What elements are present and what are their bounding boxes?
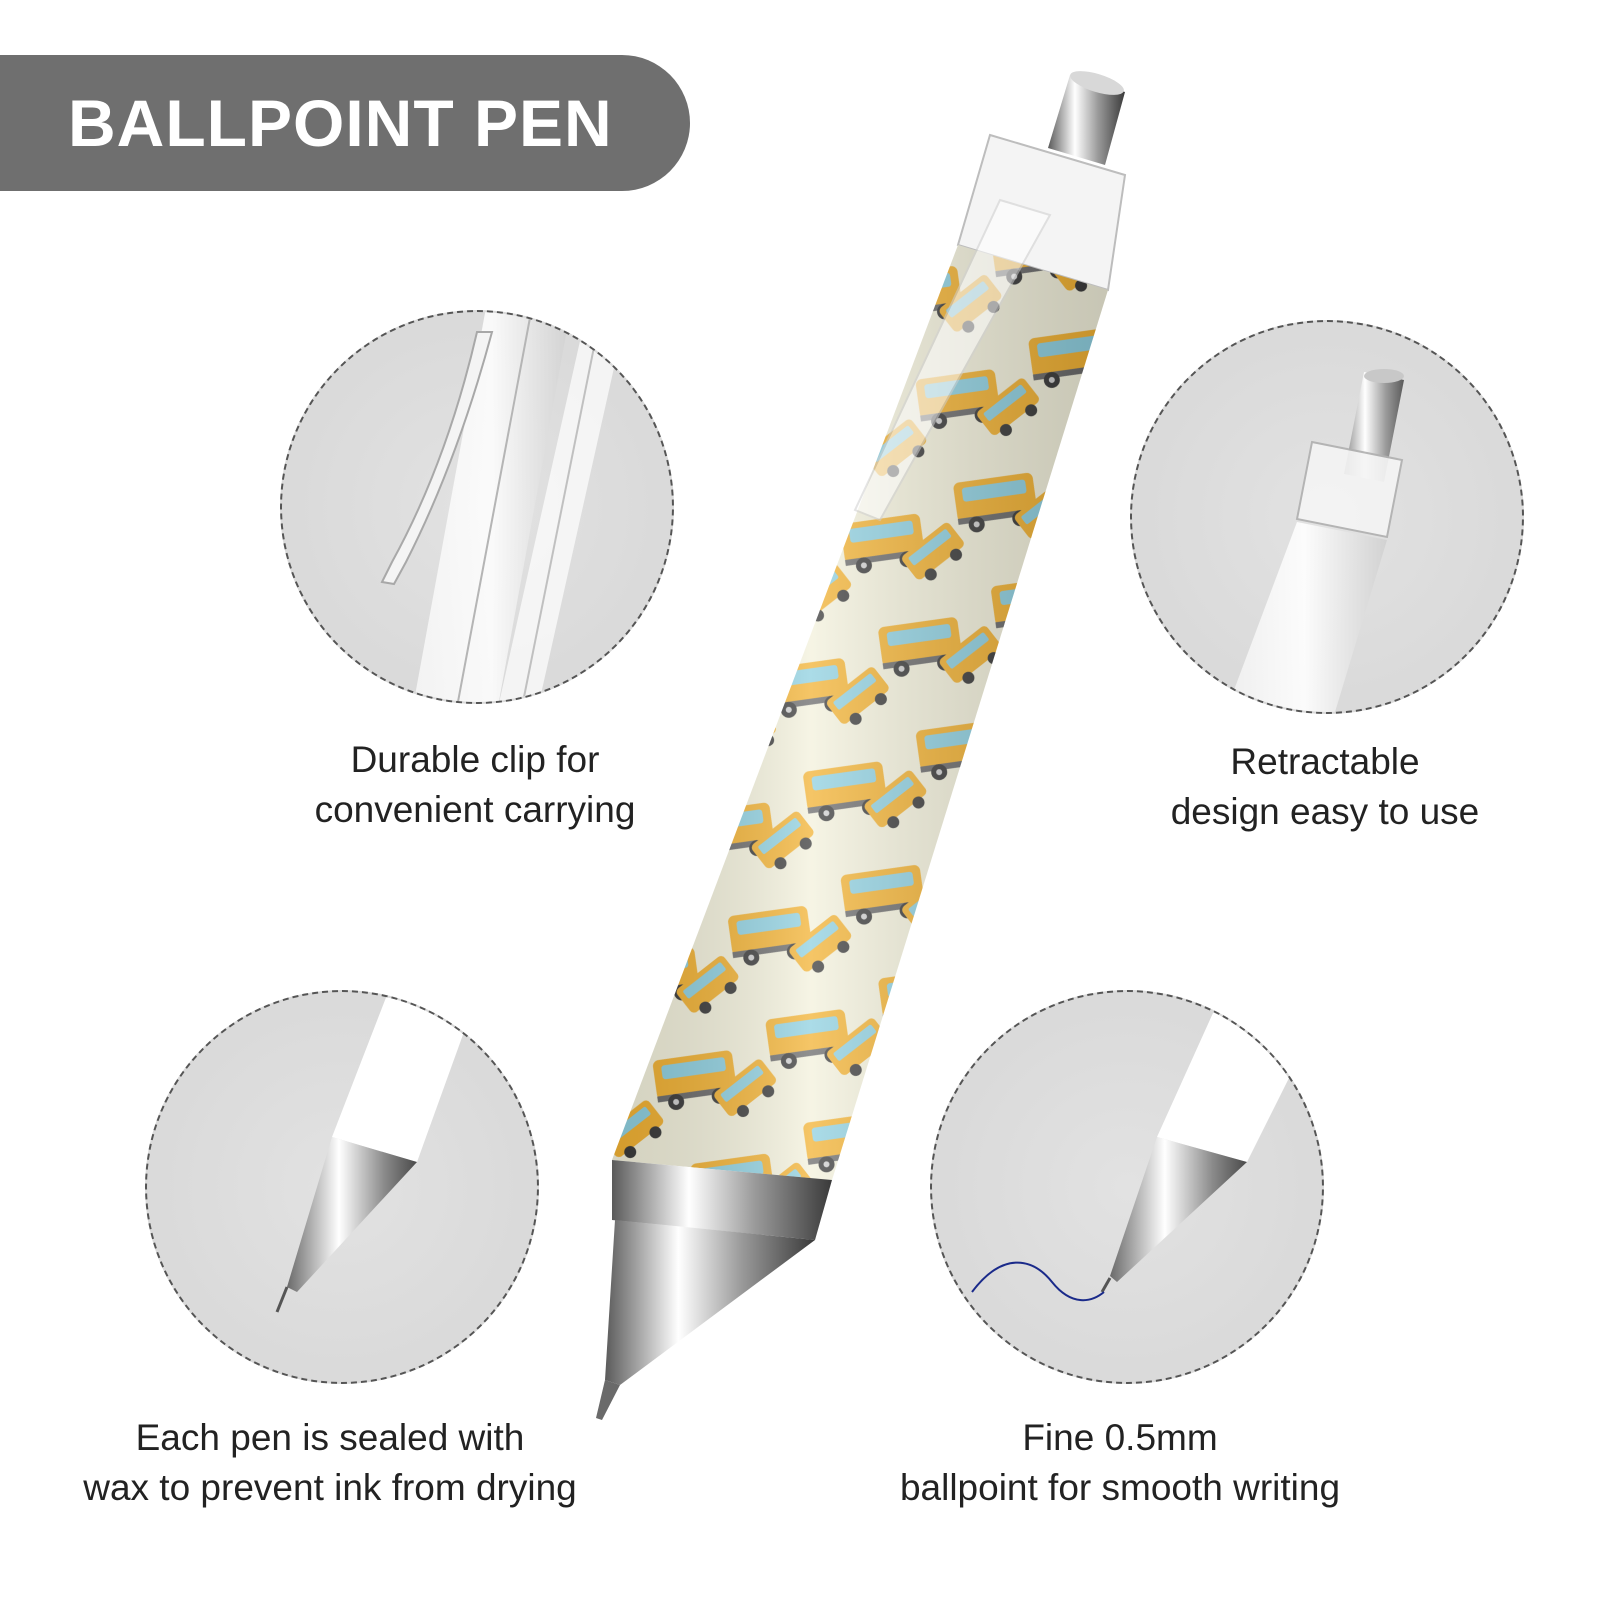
fine-tip-detail-circle — [930, 990, 1324, 1384]
pen-tip-writing-icon — [971, 992, 1322, 1302]
retractable-caption-line-1: Retractable — [1230, 741, 1420, 782]
fine-tip-caption-line-1: Fine 0.5mm — [1022, 1417, 1218, 1458]
page-title: BALLPOINT PEN — [68, 86, 613, 160]
wax-caption-line-2: wax to prevent ink from drying — [83, 1467, 577, 1508]
clip-caption-line-2: convenient carrying — [314, 789, 636, 830]
retractable-caption-line-2: design easy to use — [1170, 791, 1480, 832]
pen-tip-icon — [275, 992, 479, 1313]
title-banner: BALLPOINT PEN — [0, 55, 690, 191]
clip-detail-circle — [280, 310, 674, 704]
pen-clip-icon — [380, 312, 622, 702]
clip-caption-line-1: Durable clip for — [350, 739, 600, 780]
wax-detail-circle — [145, 990, 539, 1384]
wax-caption: Each pen is sealed with wax to prevent i… — [20, 1413, 640, 1513]
fine-tip-caption: Fine 0.5mm ballpoint for smooth writing — [860, 1413, 1380, 1513]
pen-button-icon — [1225, 369, 1404, 712]
clip-caption: Durable clip for convenient carrying — [280, 735, 670, 835]
retractable-detail-circle — [1130, 320, 1524, 714]
wax-caption-line-1: Each pen is sealed with — [135, 1417, 525, 1458]
fine-tip-caption-line-2: ballpoint for smooth writing — [899, 1467, 1341, 1508]
retractable-caption: Retractable design easy to use — [1090, 737, 1560, 837]
